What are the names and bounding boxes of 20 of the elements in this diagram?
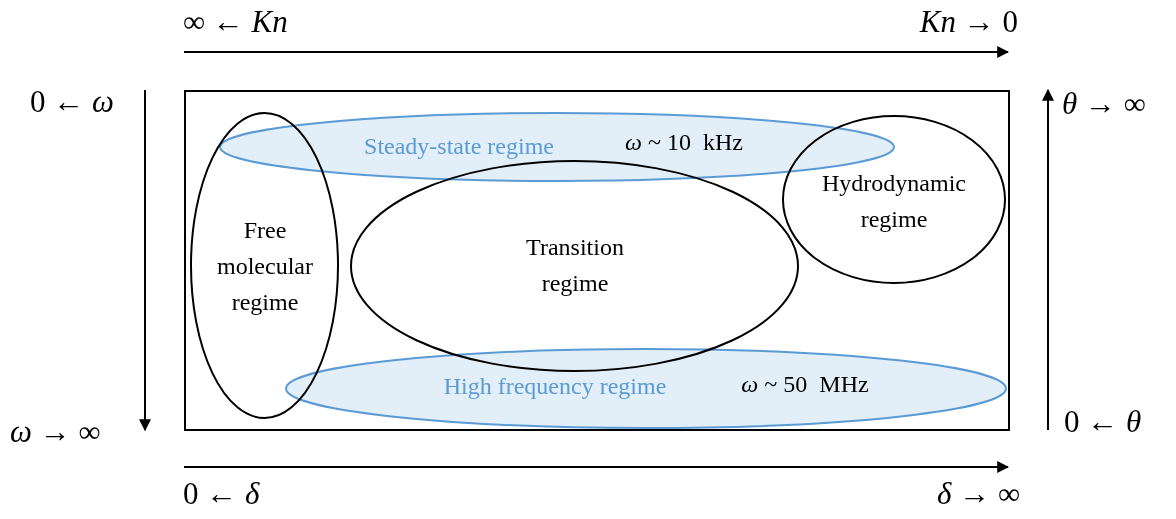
limit-label: 0 ← ω: [30, 84, 114, 120]
limit-label: Kn → 0: [919, 4, 1018, 40]
regime-map-frame: [184, 90, 1010, 431]
limit-label: ω → ∞: [10, 414, 101, 450]
frequency-label: ω ~ 50 MHz: [740, 370, 870, 399]
limit-label: θ → ∞: [1062, 86, 1146, 122]
regime-label: Hydrodynamic regime: [821, 169, 967, 234]
regime-label: Steady-state regime: [363, 132, 555, 161]
regime-ellipse: [350, 160, 799, 372]
regime-label: Transition regime: [525, 233, 625, 298]
regime-label: High frequency regime: [442, 372, 668, 401]
regime-ellipse: [190, 112, 339, 419]
regime-ellipse: [782, 115, 1006, 284]
regime-label: Free molecular regime: [216, 216, 314, 317]
limit-label: ∞ ← Kn: [183, 4, 288, 40]
frequency-label: ω ~ 10 kHz: [624, 128, 744, 157]
regime-ellipse: [285, 348, 1007, 429]
limit-label: 0 ← θ: [1064, 404, 1142, 440]
limit-label: 0 ← δ: [183, 476, 260, 512]
limit-label: δ → ∞: [936, 476, 1020, 512]
